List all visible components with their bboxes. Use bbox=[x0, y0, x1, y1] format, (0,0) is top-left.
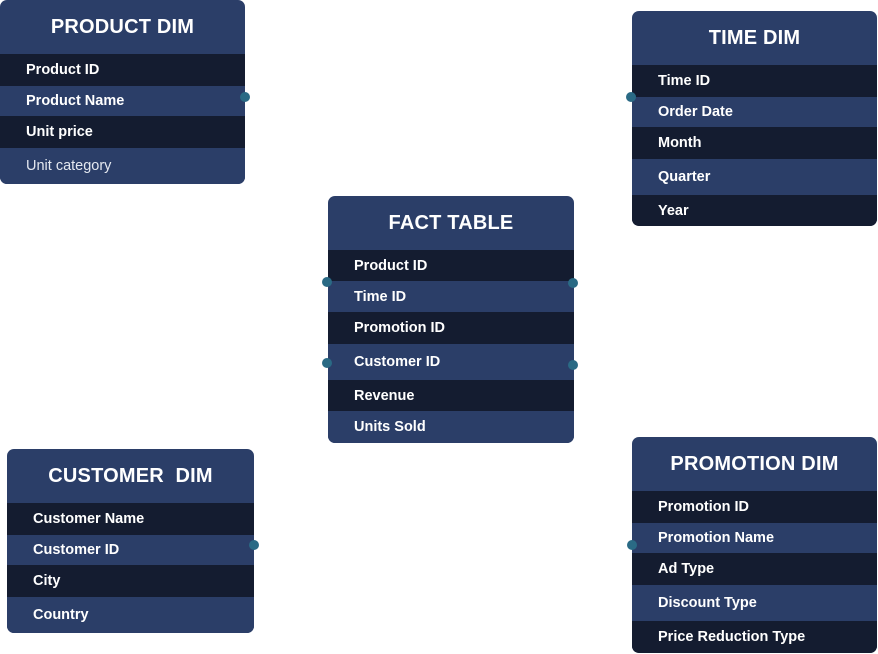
time-dim-table[interactable]: TIME DIM Time ID Order Date Month Quarte… bbox=[632, 11, 877, 226]
fact-table-field-time-id: Time ID bbox=[328, 281, 574, 312]
fact-table-field-promotion-id: Promotion ID bbox=[328, 312, 574, 344]
fact-table-left-bottom-connector-dot[interactable] bbox=[322, 358, 332, 368]
time-dim-field-month: Month bbox=[632, 127, 877, 159]
promotion-dim-connector-dot[interactable] bbox=[627, 540, 637, 550]
product-dim-connector-dot[interactable] bbox=[240, 92, 250, 102]
fact-table-field-units-sold: Units Sold bbox=[328, 411, 574, 443]
promotion-dim-field-discount-type: Discount Type bbox=[632, 585, 877, 621]
fact-table-title: FACT TABLE bbox=[388, 211, 514, 234]
fact-table[interactable]: FACT TABLE Product ID Time ID Promotion … bbox=[328, 196, 574, 443]
promotion-dim-table[interactable]: PROMOTION DIM Promotion ID Promotion Nam… bbox=[632, 437, 877, 653]
promotion-dim-field-ad-type: Ad Type bbox=[632, 553, 877, 585]
promotion-dim-field-price-reduction-type: Price Reduction Type bbox=[632, 621, 877, 653]
time-dim-field-year: Year bbox=[632, 195, 877, 226]
customer-dim-field-customer-id: Customer ID bbox=[7, 535, 254, 565]
time-dim-field-order-date: Order Date bbox=[632, 97, 877, 127]
time-dim-title: TIME DIM bbox=[708, 26, 801, 49]
time-dim-connector-dot[interactable] bbox=[626, 92, 636, 102]
product-dim-title: PRODUCT DIM bbox=[50, 15, 195, 38]
customer-dim-field-customer-name: Customer Name bbox=[7, 503, 254, 535]
promotion-dim-title: PROMOTION DIM bbox=[670, 452, 839, 475]
time-dim-field-quarter: Quarter bbox=[632, 159, 877, 195]
fact-table-field-customer-id: Customer ID bbox=[328, 344, 574, 380]
customer-dim-title: CUSTOMER DIM bbox=[48, 464, 213, 487]
promotion-dim-field-promotion-name: Promotion Name bbox=[632, 523, 877, 553]
customer-dim-table[interactable]: CUSTOMER DIM Customer Name Customer ID C… bbox=[7, 449, 254, 633]
promotion-dim-field-promotion-id: Promotion ID bbox=[632, 491, 877, 523]
fact-table-left-top-connector-dot[interactable] bbox=[322, 277, 332, 287]
product-dim-field-product-id: Product ID bbox=[0, 54, 245, 86]
product-dim-table[interactable]: PRODUCT DIM Product ID Product Name Unit… bbox=[0, 0, 245, 184]
fact-table-right-bottom-connector-dot[interactable] bbox=[568, 360, 578, 370]
customer-dim-connector-dot[interactable] bbox=[249, 540, 259, 550]
customer-dim-field-country: Country bbox=[7, 597, 254, 633]
product-dim-field-product-name: Product Name bbox=[0, 86, 245, 116]
product-dim-field-unit-price: Unit price bbox=[0, 116, 245, 148]
customer-dim-field-city: City bbox=[7, 565, 254, 597]
fact-table-field-revenue: Revenue bbox=[328, 380, 574, 411]
fact-table-field-product-id: Product ID bbox=[328, 250, 574, 281]
product-dim-field-unit-category: Unit category bbox=[0, 148, 245, 184]
fact-table-right-top-connector-dot[interactable] bbox=[568, 278, 578, 288]
time-dim-field-time-id: Time ID bbox=[632, 65, 877, 97]
